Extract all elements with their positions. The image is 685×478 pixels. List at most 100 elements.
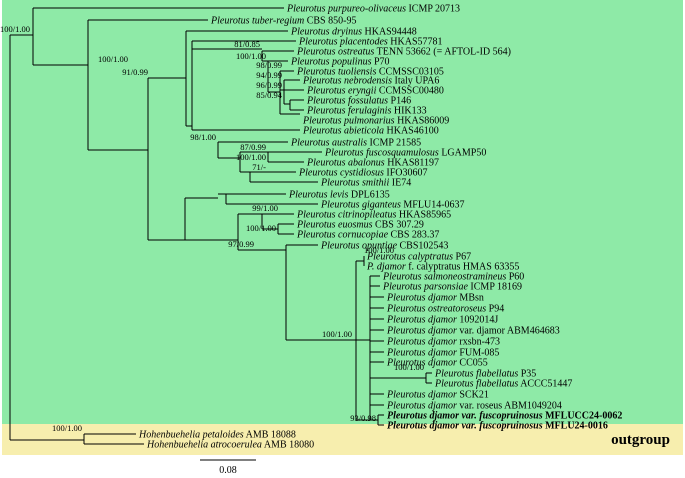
species-name: Pleurotus opuntiae (320, 241, 398, 252)
taxon-label: Pleurotus cystidiosus IFO30607 (298, 168, 428, 179)
voucher-code: P146 (388, 96, 411, 107)
taxon-label: Pleurotus fossulatus P146 (306, 96, 411, 107)
voucher-code: ICMP 18169 (468, 282, 522, 293)
taxon-label: Pleurotus nebrodensis Italy UPA6 (302, 76, 439, 87)
taxon-label: Pleurotus populinus P70 (290, 57, 390, 68)
voucher-code: var. djamor ABM464683 (457, 326, 560, 337)
support-value: 100/1.00 (236, 152, 266, 162)
voucher-code: MBsn (457, 293, 484, 304)
taxon-label: Pleurotus djamor var. fuscopruinosus MFL… (387, 421, 608, 432)
taxon-label: Pleurotus calyptratus P67 (366, 252, 471, 263)
voucher-code: P60 (506, 272, 524, 283)
species-name: Pleurotus australis (290, 138, 367, 149)
taxon-label: Pleurotus djamor FUM-085 (386, 348, 499, 359)
taxon-label: Pleurotus djamor MBsn (386, 293, 484, 304)
taxon-label: Pleurotus citrinopileatus HKAS85965 (296, 210, 451, 221)
taxon-label: Pleurotus ostreatus TENN 53662 (= AFTOL-… (296, 47, 511, 58)
species-name: Pleurotus placentodes (298, 37, 388, 48)
taxon-label: Pleurotus tuoliensis CCMSSC03105 (296, 67, 444, 78)
voucher-code: LGAMP50 (439, 148, 487, 159)
species-name: Hohenbuehelia petaloides (138, 430, 244, 441)
support-value: 97/0.99 (228, 239, 254, 249)
support-value: 96/0.99 (256, 80, 282, 90)
voucher-code: 1092014J (457, 315, 499, 326)
taxon-label: Pleurotus smithii IE74 (320, 178, 411, 189)
taxon-label: Pleurotus pulmonarius HKAS86009 (302, 116, 449, 127)
voucher-code: Italy UPA6 (392, 76, 439, 87)
species-name: Pleurotus levis (288, 190, 348, 201)
voucher-code: P94 (486, 304, 504, 315)
voucher-code: HKAS94448 (362, 27, 417, 38)
taxon-label: Pleurotus flabellatus P35 (434, 369, 536, 380)
species-name: Pleurotus nebrodensis (302, 76, 392, 87)
species-name: Pleurotus djamor (386, 348, 457, 359)
voucher-code: rxsbn-473 (457, 337, 500, 348)
support-value: 100/1.00 (236, 51, 266, 61)
species-name: Pleurotus giganteus (320, 200, 401, 211)
voucher-code: CC055 (457, 358, 488, 369)
support-value: 100/1.00 (0, 24, 30, 34)
voucher-code: CBS102543 (397, 241, 448, 252)
species-name: Pleurotus abieticola (302, 126, 384, 137)
voucher-code: HKAS85965 (396, 210, 451, 221)
voucher-code: P35 (518, 369, 536, 380)
taxon-label: Pleurotus placentodes HKAS57781 (298, 37, 443, 48)
support-value: 100/1.00 (394, 362, 424, 372)
outgroup-background (2, 424, 683, 455)
outgroup-label: outgroup (611, 432, 670, 448)
support-value: 100/1.00 (322, 329, 352, 339)
taxon-label: Pleurotus abieticola HKAS46100 (302, 126, 439, 137)
taxon-label: Pleurotus opuntiae CBS102543 (320, 241, 448, 252)
taxon-label: Pleurotus djamor var. fuscopruinosus MFL… (387, 411, 622, 422)
support-value: 98/0.99 (256, 60, 282, 70)
support-value: 98/1.00 (190, 132, 216, 142)
species-name: Pleurotus fossulatus (306, 96, 388, 107)
species-name: Pleurotus djamor (386, 326, 457, 337)
voucher-code: CBS 850-95 (304, 16, 356, 27)
taxon-label: Pleurotus ostreatoroseus P94 (386, 304, 504, 315)
species-name: Pleurotus smithii (320, 178, 389, 189)
species-name: Pleurotus pulmonarius (302, 116, 395, 127)
voucher-code: CBS 283.37 (388, 230, 439, 241)
voucher-code: TENN 53662 (= AFTOL-ID 564) (374, 47, 511, 58)
species-name: Pleurotus parsonsiae (382, 282, 468, 293)
taxon-label: Pleurotus tuber-regium CBS 850-95 (210, 16, 356, 27)
species-name: Pleurotus djamor var. fuscopruinosus (387, 421, 543, 432)
species-name: Pleurotus flabellatus (434, 379, 518, 390)
support-value: 87/0.99 (240, 142, 266, 152)
voucher-code: IE74 (389, 178, 411, 189)
support-value: 100/1.00 (246, 223, 276, 233)
species-name: Pleurotus cystidiosus (298, 168, 384, 179)
voucher-code: SCK21 (457, 390, 489, 401)
species-name: Pleurotus purpureo-olivaceus (286, 4, 406, 15)
voucher-code: AMB 18080 (262, 440, 314, 451)
species-name: Pleurotus populinus (290, 57, 372, 68)
species-name: Pleurotus ostreatoroseus (386, 304, 486, 315)
voucher-code: P67 (453, 252, 471, 263)
taxon-label: Hohenbuehelia petaloides AMB 18088 (138, 430, 296, 441)
voucher-code: CBS 307.29 (372, 220, 423, 231)
voucher-code: P70 (371, 57, 389, 68)
taxon-label: Pleurotus levis DPL6135 (288, 190, 390, 201)
support-value: 93/0.98 (350, 413, 376, 423)
species-name: P. djamor (366, 262, 406, 273)
voucher-code: MFLU14-0637 (401, 200, 465, 211)
support-value: 71/- (252, 162, 266, 172)
voucher-code: DPL6135 (348, 190, 389, 201)
voucher-code: AMB 18088 (244, 430, 296, 441)
species-name: Pleurotus calyptratus (366, 252, 453, 263)
voucher-code: f. calyptratus HMAS 63355 (406, 262, 520, 273)
taxon-label: Pleurotus djamor rxsbn-473 (386, 337, 500, 348)
species-name: Pleurotus citrinopileatus (296, 210, 396, 221)
species-name: Pleurotus djamor (386, 293, 457, 304)
taxon-label: Pleurotus purpureo-olivaceus ICMP 20713 (286, 4, 460, 15)
voucher-code: var. roseus ABM1049204 (457, 401, 562, 412)
species-name: Pleurotus tuoliensis (296, 67, 376, 78)
ingroup-background (2, 0, 683, 424)
support-value: 100/1.00 (52, 423, 82, 433)
voucher-code: MFLU24-0016 (543, 421, 608, 432)
species-name: Pleurotus salmoneostramineus (382, 272, 506, 283)
voucher-code: CCMSSC00480 (376, 86, 444, 97)
